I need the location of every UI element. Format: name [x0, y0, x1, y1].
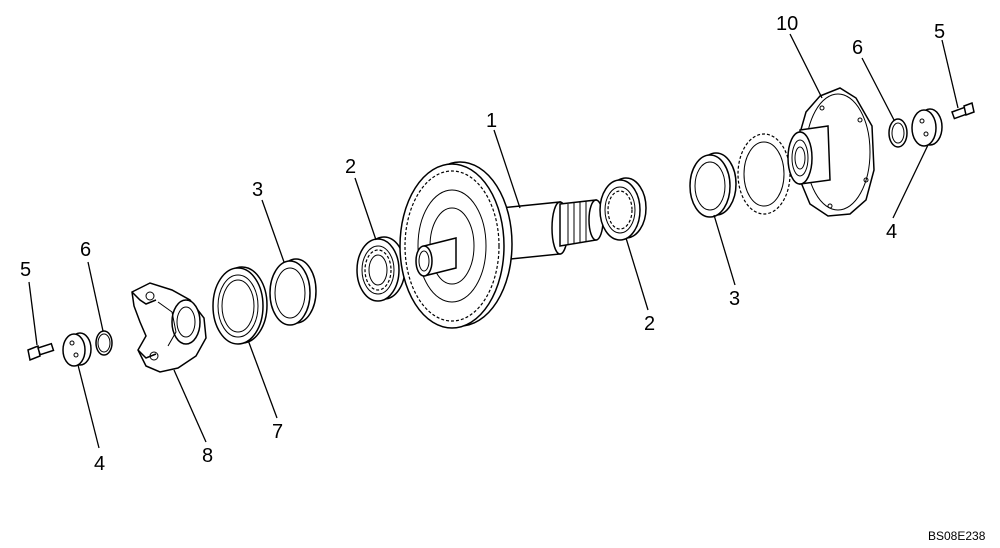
callout-3-right: 3 [729, 288, 740, 310]
callout-4-left: 4 [94, 453, 105, 475]
callout-6-right: 6 [852, 37, 863, 59]
retainer-plate-left [62, 332, 92, 367]
callout-2-right: 2 [644, 313, 655, 335]
callout-2-left: 2 [345, 156, 356, 178]
seal [212, 266, 268, 345]
bearing-cone-right [599, 177, 647, 241]
bearing-cup-left [269, 258, 317, 326]
callout-5-right: 5 [934, 21, 945, 43]
bearing-cone-left [356, 236, 406, 302]
gasket [737, 133, 791, 215]
callout-3-left: 3 [252, 179, 263, 201]
callout-10: 10 [776, 13, 798, 35]
callout-4-right: 4 [886, 221, 897, 243]
o-ring-left [95, 330, 113, 356]
callout-labels: 5 6 4 8 7 3 2 1 2 3 10 6 4 5 [20, 13, 945, 475]
bolt-left [27, 342, 55, 362]
yoke [131, 282, 207, 373]
leader-lines [28, 33, 959, 449]
callout-8: 8 [202, 445, 213, 467]
callout-7: 7 [272, 421, 283, 443]
o-ring-right [888, 118, 908, 148]
bolt-right [951, 101, 975, 120]
retainer-plate-right [911, 108, 943, 147]
callout-6-left: 6 [80, 239, 91, 261]
bearing-cup-right [689, 152, 737, 218]
drawing-code: BS08E238 [928, 529, 986, 543]
callout-5-left: 5 [20, 259, 31, 281]
bearing-housing [787, 87, 875, 217]
callout-1: 1 [486, 110, 497, 132]
gear-shaft [399, 161, 604, 329]
